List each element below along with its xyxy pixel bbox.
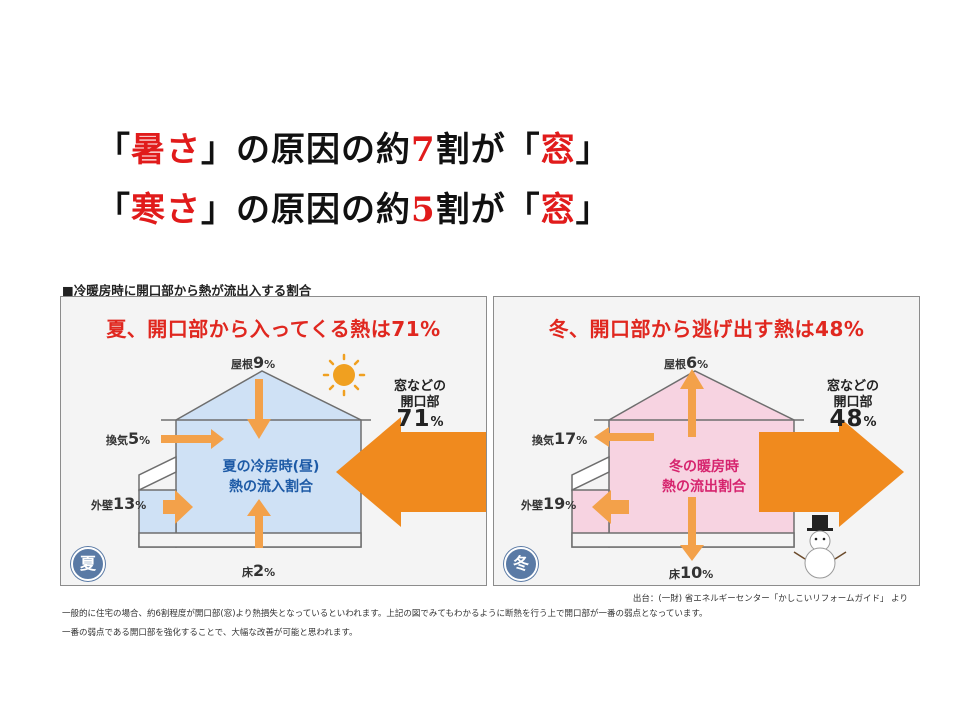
foundation (571, 532, 795, 548)
wall-arrow (163, 490, 193, 524)
summer-house-diagram (138, 353, 486, 548)
label-text: 換気 (106, 434, 128, 447)
winter-title: 冬、開口部から逃げ出す熱は48% (548, 317, 865, 341)
value: 10 (680, 563, 703, 582)
label-text: 床 (669, 568, 680, 581)
opening-label: 窓などの 開口部 48% (812, 379, 894, 431)
winter-center-label: 冬の暖房時 熱の流出割合 (639, 457, 769, 497)
vent-arrow (594, 427, 654, 447)
center-line: 熱の流入割合 (229, 479, 313, 495)
source-citation: 出台：(一財) 省エネルギーセンター「かしこいリフォームガイド」 より (632, 594, 908, 604)
footnote: 一番の弱点である開口部を強化することで、大幅な改善が可能と思われます。 (62, 628, 358, 638)
label-text: 屋根 (664, 358, 686, 371)
center-line: 夏の冷房時(昼) (222, 459, 320, 475)
snowman-icon (793, 515, 847, 579)
opening-unit: % (863, 415, 877, 430)
headline-heat: 「暑さ」の原因の約7割が「窓」 (96, 122, 611, 171)
headline-bracket: 」 (575, 130, 611, 170)
summer-title: 夏、開口部から入ってくる熱は71% (106, 317, 441, 341)
headline-keyword-heat: 暑さ (131, 130, 201, 170)
opening-arrow (336, 417, 486, 527)
value: 5 (128, 429, 140, 448)
roof-arrow (247, 379, 271, 439)
headline-text: 割が「 (435, 130, 541, 170)
label-text: 換気 (532, 434, 554, 447)
winter-panel: 冬、開口部から逃げ出す熱は48% 屋根6% 換気17% 外壁19% 床10% 冬… (493, 296, 920, 586)
value: 6 (686, 353, 698, 372)
value: 13 (113, 494, 136, 513)
floor-arrow (680, 497, 704, 561)
label-text: 床 (242, 566, 253, 579)
headline-bracket: 「 (96, 190, 131, 230)
wall-label: 外壁13% (91, 494, 146, 513)
unit: % (264, 566, 276, 579)
headline-keyword-window: 窓 (540, 130, 576, 170)
footnote: 一般的に住宅の場合、約6割程度が開口部(窓)より熱損失となっているといわれます。… (62, 609, 708, 619)
opening-line: 開口部 (833, 395, 873, 410)
summer-center-label: 夏の冷房時(昼) 熱の流入割合 (206, 457, 336, 497)
opening-arrow (759, 417, 904, 527)
lower-roof (138, 455, 177, 492)
roof-label: 屋根9% (231, 353, 275, 372)
opening-unit: % (430, 415, 444, 430)
headline-bracket: 「 (96, 130, 131, 170)
value: 19 (543, 494, 566, 513)
headline-text: 割が「 (435, 190, 541, 230)
value: 17 (554, 429, 577, 448)
wall-arrow (592, 490, 629, 524)
headline-text: 」の原因の約 (201, 130, 411, 170)
opening-line: 窓などの (393, 379, 446, 394)
floor-arrow (247, 499, 271, 548)
headline-keyword-cold: 寒さ (131, 190, 201, 230)
headline-ratio: 5 (411, 190, 436, 230)
unit: % (565, 499, 577, 512)
headline-bracket: 」 (575, 190, 611, 230)
winter-badge: 冬 (504, 547, 538, 581)
center-line: 冬の暖房時 (669, 459, 739, 475)
unit: % (702, 568, 714, 581)
sun-icon (322, 353, 366, 397)
headline-ratio: 7 (411, 130, 436, 170)
label-text: 外壁 (91, 499, 113, 512)
floor-label: 床2% (242, 561, 275, 580)
section-caption: ■冷暖房時に開口部から熱が流出入する割合 (62, 283, 312, 298)
headline-keyword-window: 窓 (540, 190, 576, 230)
label-text: 屋根 (231, 358, 253, 371)
center-line: 熱の流出割合 (662, 479, 746, 495)
roof-label: 屋根6% (664, 353, 708, 372)
unit: % (135, 499, 147, 512)
opening-line: 窓などの (826, 379, 879, 394)
vent-label: 換気5% (106, 429, 150, 448)
unit: % (576, 434, 588, 447)
headline-cold: 「寒さ」の原因の約5割が「窓」 (96, 182, 611, 231)
unit: % (264, 358, 276, 371)
summer-panel: 夏、開口部から入ってくる熱は71% 屋根9% 換気5% 外壁13% 床2% 夏の… (60, 296, 487, 586)
lower-roof (571, 455, 610, 492)
vent-arrow (161, 429, 224, 449)
vent-label: 換気17% (532, 429, 587, 448)
value: 9 (253, 353, 265, 372)
opening-line: 開口部 (400, 395, 440, 410)
value: 2 (253, 561, 265, 580)
headline-text: 」の原因の約 (201, 190, 411, 230)
opening-value: 71 (396, 406, 431, 432)
winter-house-diagram (571, 369, 904, 579)
wall-label: 外壁19% (521, 494, 576, 513)
label-text: 外壁 (521, 499, 543, 512)
unit: % (697, 358, 709, 371)
opening-value: 48 (829, 406, 864, 432)
summer-badge: 夏 (71, 547, 105, 581)
unit: % (139, 434, 151, 447)
foundation (138, 532, 362, 548)
floor-label: 床10% (669, 563, 713, 582)
opening-label: 窓などの 開口部 71% (379, 379, 461, 431)
roof-arrow (680, 369, 704, 437)
